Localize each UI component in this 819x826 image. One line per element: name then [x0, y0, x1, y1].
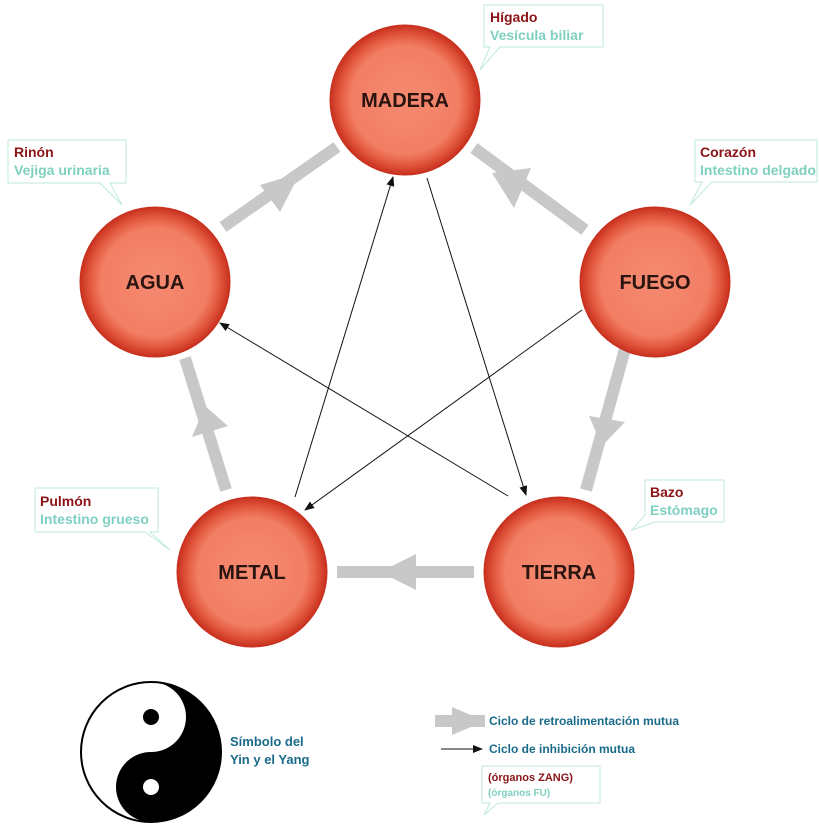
element-madera: MADERA	[329, 24, 481, 176]
callout-fuego: Corazón Intestino delgado	[689, 139, 818, 206]
element-fuego: FUEGO	[579, 206, 731, 358]
feedback-arrow-agua-madera	[219, 142, 341, 232]
madera-zang: Hígado	[490, 9, 537, 25]
metal-label: METAL	[218, 562, 285, 584]
tierra-fu: Estómago	[650, 502, 718, 518]
callout-tierra: Bazo Estómago	[630, 479, 725, 532]
legend-inhibition-label: Ciclo de inhibición mutua	[489, 742, 635, 756]
callout-madera: Hígado Vesícula biliar	[479, 4, 604, 71]
element-tierra: TIERRA	[483, 496, 635, 648]
legend-feedback-arrow-icon	[435, 707, 485, 735]
feedback-arrow-metal-agua	[179, 356, 232, 492]
metal-fu: Intestino grueso	[40, 511, 149, 527]
fuego-label: FUEGO	[619, 272, 690, 294]
inhibition-arrow-fuego-metal	[304, 309, 583, 511]
callout-metal: Pulmón Intestino grueso	[34, 487, 171, 551]
yinyang-caption-1: Símbolo del	[230, 734, 304, 749]
feedback-cycle	[179, 142, 634, 590]
inhibition-arrow-metal-madera	[294, 176, 395, 498]
fuego-fu: Intestino delgado	[700, 162, 816, 178]
madera-label: MADERA	[361, 90, 449, 112]
legend-feedback-label: Ciclo de retroalimentación mutua	[489, 714, 679, 728]
feedback-arrow-madera-fuego	[470, 143, 589, 235]
fuego-zang: Corazón	[700, 144, 756, 160]
feedback-arrow-fuego-tierra	[580, 336, 634, 492]
callout-agua: Rinón Vejiga urinaria	[7, 139, 127, 206]
inhibition-arrow-tierra-agua	[219, 322, 509, 497]
agua-fu: Vejiga urinaria	[14, 162, 110, 178]
legend: Ciclo de retroalimentación mutua Ciclo d…	[435, 707, 679, 816]
yin-yang-icon	[80, 681, 222, 823]
legend-zang-example: (órganos ZANG)	[488, 772, 573, 784]
inhibition-cycle	[219, 176, 583, 511]
inhibition-arrow-madera-tierra	[426, 177, 528, 496]
legend-fu-example: (órganos FU)	[488, 788, 550, 799]
tierra-zang: Bazo	[650, 484, 683, 500]
agua-zang: Rinón	[14, 144, 54, 160]
element-agua: AGUA	[79, 206, 231, 358]
feedback-arrow-tierra-metal	[337, 554, 474, 590]
agua-label: AGUA	[126, 272, 185, 294]
yinyang-caption-2: Yin y el Yang	[230, 752, 310, 767]
tierra-label: TIERRA	[522, 562, 596, 584]
element-metal: METAL	[176, 496, 328, 648]
metal-zang: Pulmón	[40, 493, 91, 509]
madera-fu: Vesícula biliar	[490, 27, 584, 43]
